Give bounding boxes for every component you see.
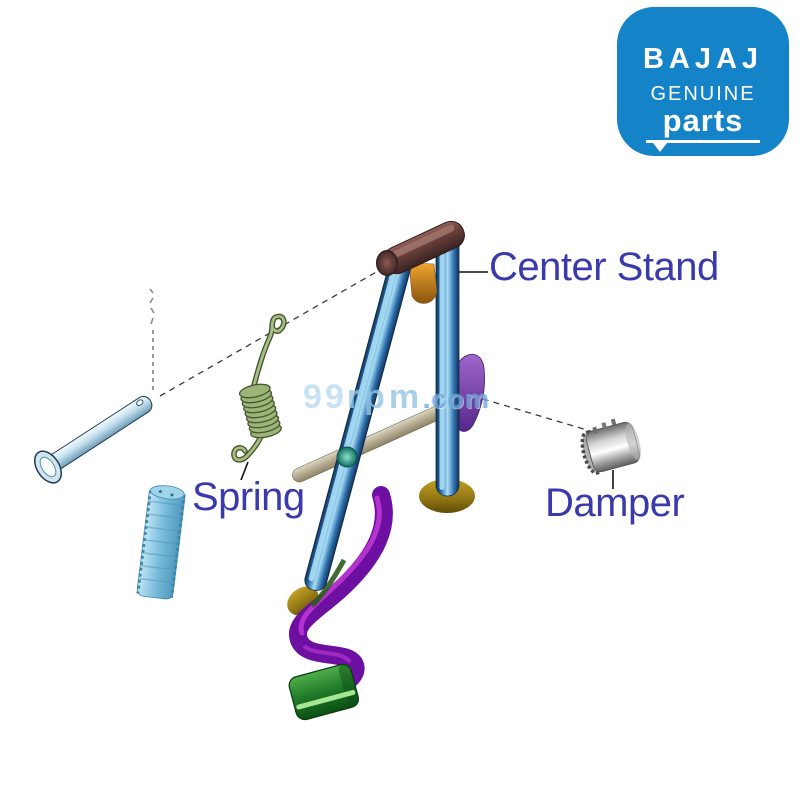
foot-pedal	[288, 663, 359, 721]
stand-lever	[289, 486, 393, 703]
pivot-knob	[336, 446, 358, 468]
pivot-pin-illustration	[33, 395, 153, 484]
center-stand-label: Center Stand	[489, 245, 719, 289]
bajaj-genuine-parts-logo: BAJAJ GENUINE parts	[617, 7, 789, 156]
top-bracket	[408, 262, 438, 304]
center-stand-illustration	[287, 220, 485, 721]
rubber-sleeve-illustration	[136, 485, 186, 600]
spring-label: Spring	[192, 475, 305, 519]
damper-illustration	[580, 418, 641, 475]
watermark-com: .com	[423, 384, 491, 414]
watermark: 99rpm.com	[303, 378, 490, 417]
logo-genuine-text: GENUINE	[650, 83, 756, 105]
logo-brand-text: BAJAJ	[642, 43, 764, 75]
watermark-99: 99	[303, 378, 347, 416]
watermark-rpm: rpm	[346, 378, 424, 416]
logo-underline	[646, 140, 760, 152]
cotter-pin-marks	[149, 288, 155, 325]
damper-label: Damper	[545, 481, 685, 525]
chevron-down-icon	[653, 143, 667, 152]
label-leader-lines	[240, 271, 614, 489]
spring-illustration	[231, 313, 287, 463]
logo-parts-text: parts	[662, 103, 744, 138]
right-leg	[435, 232, 460, 497]
